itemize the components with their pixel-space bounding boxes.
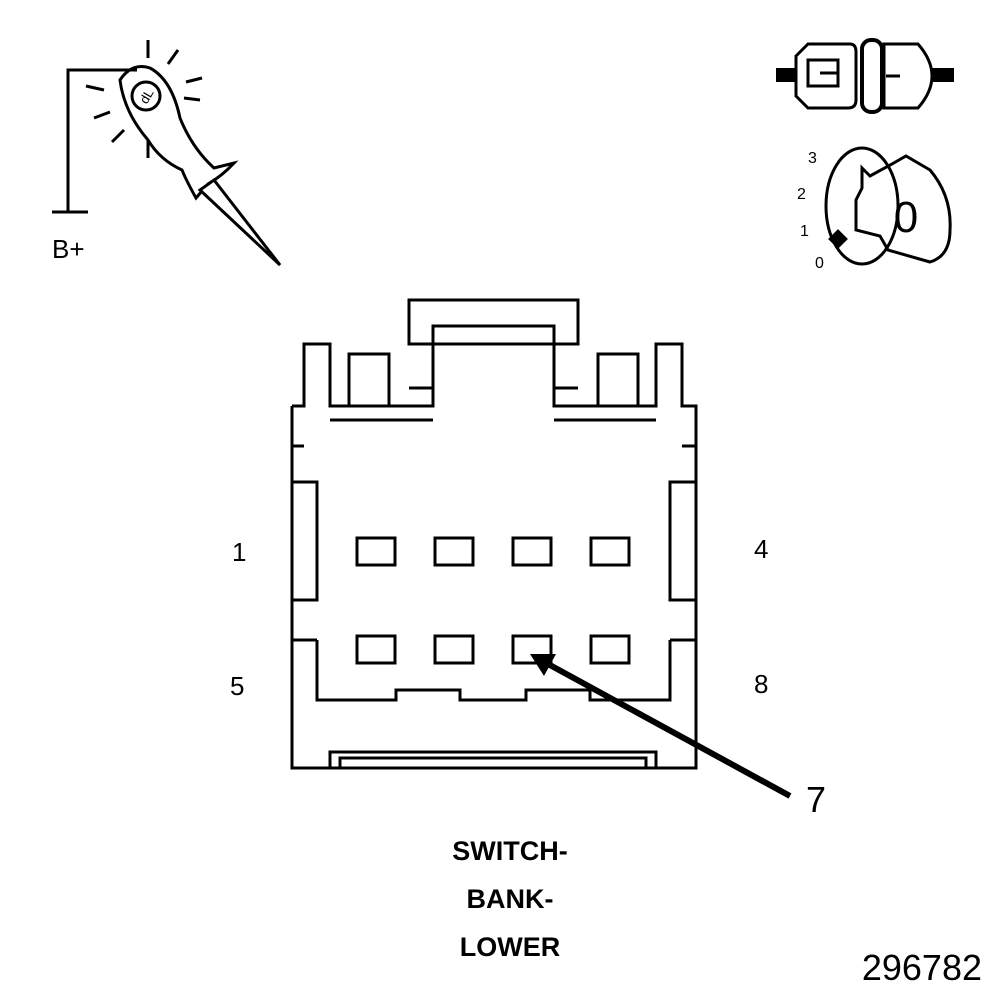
cavity-6 xyxy=(433,634,475,665)
key-position-1: 1 xyxy=(800,223,809,240)
probe-tip-marking: dL xyxy=(136,86,156,106)
cavity-3 xyxy=(511,536,553,567)
test-light-icon: dL xyxy=(52,40,282,267)
key-position-2: 2 xyxy=(797,186,806,203)
supply-label: B+ xyxy=(52,234,85,264)
connector-latch xyxy=(431,324,556,346)
pin-label-5: 5 xyxy=(230,671,244,701)
pin-label-8: 8 xyxy=(754,669,768,699)
cavity-4 xyxy=(589,536,631,567)
connector-face xyxy=(290,298,698,770)
connector-name-line-1: SWITCH- xyxy=(452,836,567,866)
terminal-cavities xyxy=(355,536,631,665)
key-position-0: 0 xyxy=(815,255,824,272)
cavity-8 xyxy=(589,634,631,665)
figure-number: 296782 xyxy=(862,947,982,988)
ignition-key-icon: 0 xyxy=(824,146,952,266)
probe-wire xyxy=(66,68,137,212)
light-rays xyxy=(85,40,203,158)
cavity-1 xyxy=(355,536,397,567)
pin-label-4: 4 xyxy=(754,534,768,564)
connector-outline xyxy=(290,298,698,770)
pin-label-1: 1 xyxy=(232,537,246,567)
connector-disconnect-icon xyxy=(776,38,954,114)
connector-name-line-3: LOWER xyxy=(460,932,561,962)
key-position-3: 3 xyxy=(808,150,817,167)
probe-lamp xyxy=(130,80,162,112)
key-position-label: 0 xyxy=(894,193,918,242)
cavity-2 xyxy=(433,536,475,567)
probe-needle xyxy=(197,177,282,267)
connector-name-line-2: BANK- xyxy=(467,884,554,914)
callout-arrow xyxy=(530,654,792,799)
callout-label: 7 xyxy=(806,779,826,820)
cavity-7 xyxy=(511,634,553,665)
cavity-5 xyxy=(355,634,397,665)
